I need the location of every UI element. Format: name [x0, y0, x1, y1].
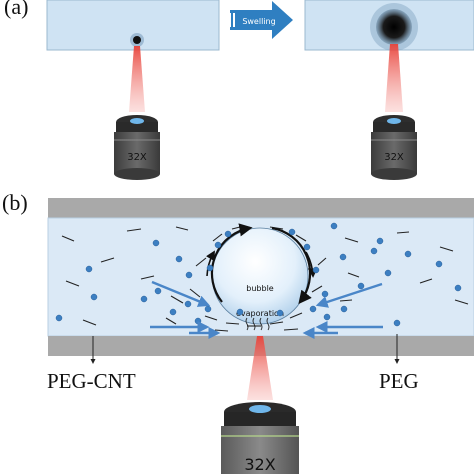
peg-label: PEG — [379, 369, 419, 393]
absorber-dot-large — [376, 9, 412, 45]
objective-a-right-label: 32X — [384, 152, 404, 163]
objective-a-right: 32X — [371, 115, 417, 180]
peg-particles — [55, 222, 462, 327]
objective-b: 32X — [221, 402, 299, 474]
panel-a-label: (a) — [4, 0, 28, 19]
inflow-arrows — [150, 280, 383, 339]
evaporation-waves — [245, 317, 270, 331]
panel-b-label: (b) — [2, 190, 28, 215]
circulation-arrow-left-outer — [206, 250, 215, 277]
circulation-arrow-left — [210, 223, 253, 303]
laser-beam-a-left — [129, 46, 145, 112]
swelling-arrow: Swelling — [229, 1, 293, 39]
circulation-arrow-right — [271, 226, 312, 305]
top-wall — [48, 198, 474, 218]
swelling-label: Swelling — [242, 17, 275, 26]
objective-a-left: 32X — [114, 115, 160, 180]
objective-b-label: 32X — [244, 455, 275, 474]
evaporation-label: evaporation — [236, 309, 284, 318]
absorber-dot-small — [133, 36, 141, 44]
circulation-arrow-right-outer — [305, 251, 318, 278]
laser-beam-a-right — [385, 44, 403, 112]
laser-beam-b — [247, 336, 273, 400]
peg-cnt-label: PEG-CNT — [47, 369, 136, 393]
objective-a-left-label: 32X — [127, 152, 147, 163]
bubble-label: bubble — [246, 284, 274, 293]
